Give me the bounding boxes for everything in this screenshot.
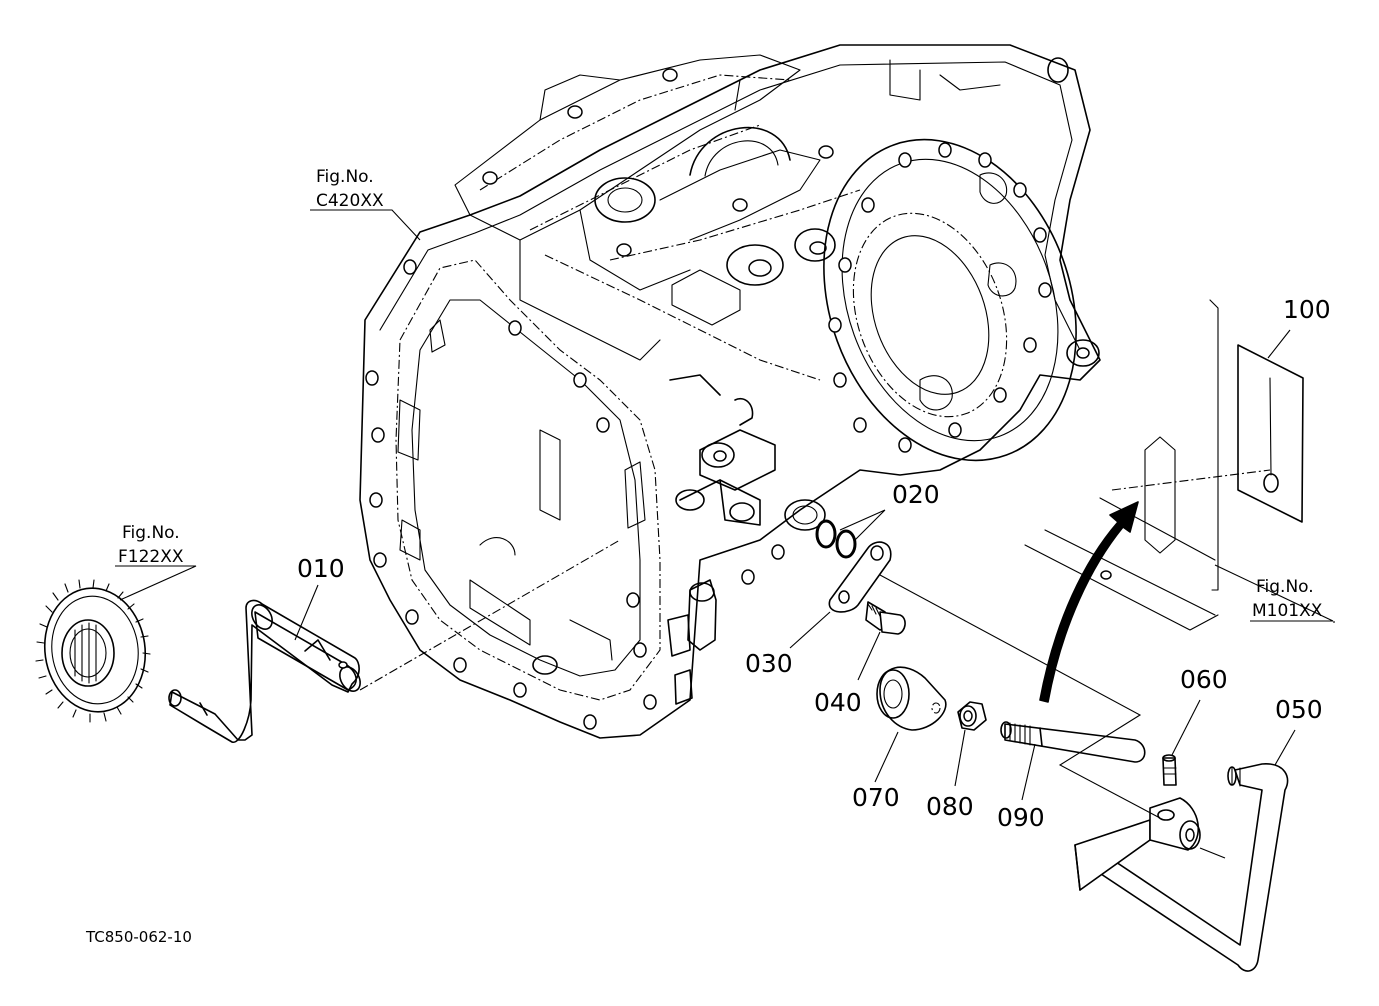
fig-ref-f122xx-prefix: Fig.No. <box>122 523 180 543</box>
callout-050: 050 <box>1275 695 1323 724</box>
fig-ref-f122xx-code: F122XX <box>118 547 184 567</box>
panel-drawing <box>1024 299 1219 631</box>
rod-part-090 <box>1000 721 1146 763</box>
callout-090: 090 <box>997 803 1045 832</box>
o-ring-part-020 <box>815 519 857 559</box>
callout-080: 080 <box>926 792 974 821</box>
knob-part-070 <box>876 666 947 731</box>
fig-ref-c420xx-prefix: Fig.No. <box>316 167 374 187</box>
plate-part-030 <box>828 541 892 613</box>
callout-020: 020 <box>892 480 940 509</box>
callout-010: 010 <box>297 554 345 583</box>
fig-ref-c420xx-code: C420XX <box>316 191 384 211</box>
part-number-callouts: 010 020 030 040 050 060 070 080 090 100 <box>297 295 1331 832</box>
fig-ref-m101xx-prefix: Fig.No. <box>1256 577 1314 597</box>
callout-060: 060 <box>1180 665 1228 694</box>
leader-lines <box>115 209 1335 859</box>
transmission-case-drawing <box>359 44 1101 739</box>
callout-100: 100 <box>1283 295 1331 324</box>
callout-040: 040 <box>814 688 862 717</box>
install-direction-arrow <box>1039 501 1139 703</box>
fig-ref-m101xx-code: M101XX <box>1252 601 1323 621</box>
gear-drawing <box>35 579 151 723</box>
pin-part-060 <box>1162 754 1177 786</box>
callout-070: 070 <box>852 783 900 812</box>
shift-shaft-part-010 <box>168 599 361 743</box>
nut-part-080 <box>957 701 987 731</box>
callout-030: 030 <box>745 649 793 678</box>
label-decal-part-100 <box>1237 344 1304 523</box>
lever-part-050 <box>1074 763 1289 972</box>
bolt-part-040 <box>865 601 906 635</box>
document-code: TC850-062-10 <box>85 928 192 946</box>
figure-references: Fig.No. C420XX Fig.No. F122XX Fig.No. M1… <box>118 167 1323 621</box>
